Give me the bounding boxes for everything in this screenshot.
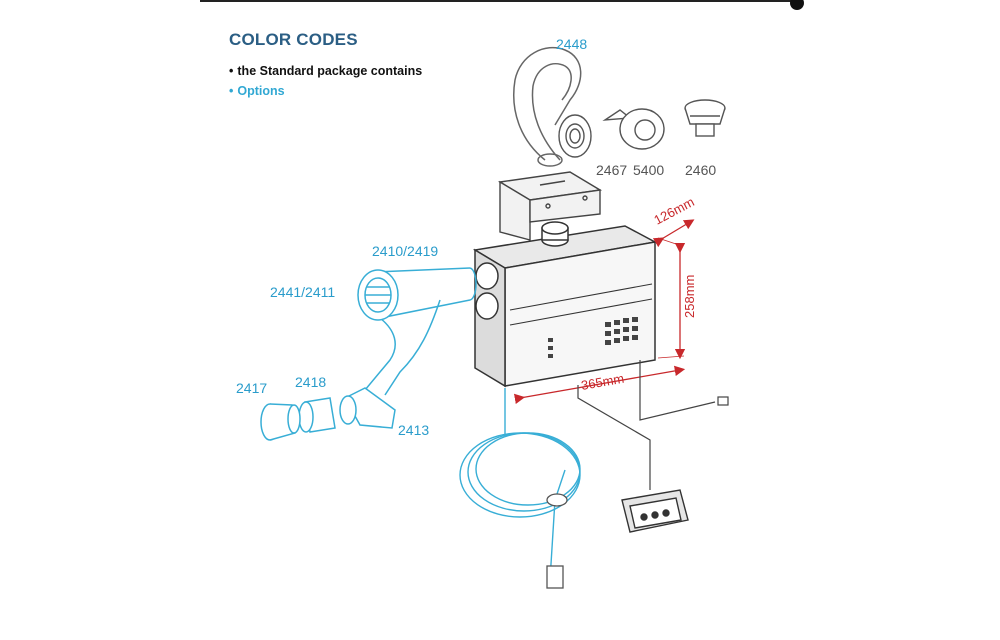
part-2417-outlet <box>260 403 301 441</box>
control-panel <box>621 489 689 533</box>
legend-standard-item: •the Standard package contains <box>229 64 422 78</box>
label-2418: 2418 <box>295 374 326 390</box>
color-codes-legend: COLOR CODES •the Standard package contai… <box>229 30 422 104</box>
label-2417: 2417 <box>236 380 267 396</box>
label-2460: 2460 <box>685 162 716 178</box>
bullet-icon: • <box>229 64 234 78</box>
part-2460-vent <box>684 99 726 137</box>
label-5400: 5400 <box>633 162 664 178</box>
top-border-line <box>200 0 800 2</box>
corner-mark <box>790 0 804 10</box>
label-2413: 2413 <box>398 422 429 438</box>
part-2410-2419-duct <box>364 267 477 396</box>
part-2418-sleeve <box>298 397 336 433</box>
label-2467: 2467 <box>596 162 627 178</box>
part-5400-flange <box>602 108 665 150</box>
fuel-line-coil <box>459 388 581 581</box>
dimension-lines <box>513 219 695 405</box>
dimension-height: 258mm <box>682 275 697 318</box>
label-2441-2411: 2441/2411 <box>270 284 335 300</box>
legend-title: COLOR CODES <box>229 30 358 49</box>
label-2410-2419: 2410/2419 <box>372 243 438 259</box>
fuel-pump <box>546 493 568 589</box>
legend-options-item: •Options <box>229 84 422 98</box>
dimension-width: 365mm <box>580 371 625 393</box>
part-2467-flange <box>558 114 592 158</box>
label-2448: 2448 <box>556 36 587 52</box>
bullet-icon: • <box>229 84 234 98</box>
heater-unit <box>472 221 658 388</box>
legend-standard-label: the Standard package contains <box>237 64 423 78</box>
mounting-bracket <box>497 171 603 241</box>
part-2441-2411-grille <box>357 269 399 321</box>
part-2448-hose <box>513 46 582 167</box>
fuse-icon <box>717 396 729 406</box>
part-2413-elbow <box>339 387 396 429</box>
legend-options-label: Options <box>237 84 285 98</box>
wiring-harness <box>577 360 716 490</box>
